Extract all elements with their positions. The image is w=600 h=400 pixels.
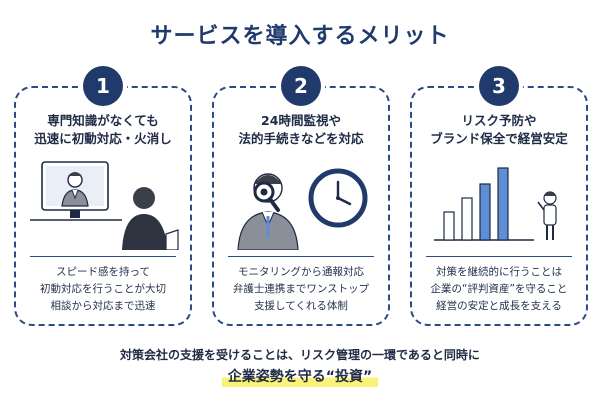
description-line: 対策を継続的に行うことは: [436, 266, 562, 278]
description-line: 相談から対応まで迅速: [50, 300, 156, 312]
highlighted-text: 企業姿勢を守る“投資”: [221, 366, 379, 387]
benefit-card-3: 3 リスク予防や ブランド保全で経営安定 対策を継続的に行うことは 企業の“評判…: [410, 66, 588, 326]
benefit-card-1: 1 専門知識がなくても 迅速に初動対応・火消し スピード感を持って 初動対応を行…: [14, 66, 192, 326]
step-number-badge: 1: [83, 66, 123, 106]
heading-line: 迅速に初動対応・火消し: [34, 131, 172, 146]
heading-line: 24時間監視や: [261, 113, 341, 128]
growth-chart-icon: [434, 167, 557, 241]
description-line: 支援してくれる体制: [254, 300, 348, 312]
heading-line: リスク予防や: [461, 113, 537, 128]
description-line: 企業の“評判資産”を守ること: [430, 283, 568, 295]
heading-line: ブランド保全で経営安定: [430, 131, 568, 146]
benefit-heading: リスク予防や ブランド保全で経営安定: [412, 112, 586, 148]
step-number-badge: 3: [479, 66, 519, 106]
video-consultation-icon: [30, 161, 179, 250]
description-line: スピード感を持って: [56, 266, 150, 278]
heading-line: 法的手続きなどを対応: [238, 131, 364, 146]
magnifier-clock-icon: [237, 168, 368, 250]
benefit-card-2: 2 24時間監視や 法的手続きなどを対応 モニタリングから通報対応 弁護士連携ま…: [212, 66, 390, 326]
description-line: 経営の安定と成長を支える: [436, 300, 562, 312]
card-divider: [228, 256, 374, 257]
card-divider: [426, 256, 572, 257]
page-title: サービスを導入するメリット: [150, 24, 450, 49]
benefit-heading: 24時間監視や 法的手続きなどを対応: [214, 112, 388, 148]
description-line: 弁護士連携までワンストップ: [232, 283, 370, 295]
benefit-description: スピード感を持って 初動対応を行うことが大切 相談から対応まで迅速: [16, 264, 190, 315]
benefit-heading: 専門知識がなくても 迅速に初動対応・火消し: [16, 112, 190, 148]
benefit-description: モニタリングから通報対応 弁護士連携までワンストップ 支援してくれる体制: [214, 264, 388, 315]
description-line: モニタリングから通報対応: [238, 266, 364, 278]
card-divider: [30, 256, 176, 257]
footer-statement: 対策会社の支援を受けることは、リスク管理の一環であると同時に: [120, 348, 480, 362]
step-number-badge: 2: [281, 66, 321, 106]
heading-line: 専門知識がなくても: [47, 113, 159, 128]
benefit-description: 対策を継続的に行うことは 企業の“評判資産”を守ること 経営の安定と成長を支える: [412, 264, 586, 315]
footer-highlight: 企業姿勢を守る“投資”: [0, 366, 600, 387]
description-line: 初動対応を行うことが大切: [40, 283, 166, 295]
